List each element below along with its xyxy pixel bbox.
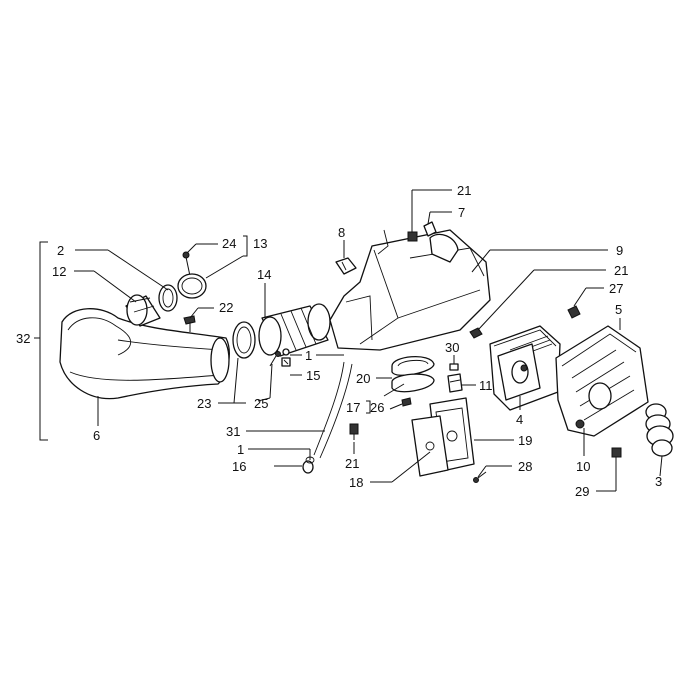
part-7-clip [423, 221, 437, 237]
callout-4: 4 [516, 412, 523, 427]
callout-10: 10 [576, 459, 590, 474]
part-29-screw [611, 447, 622, 458]
callout-12: 12 [52, 264, 66, 279]
callout-labels: 2 12 32 6 24 13 22 14 23 25 1 15 31 1 16… [16, 183, 662, 499]
callout-26: 26 [370, 400, 384, 415]
callout-19: 19 [518, 433, 532, 448]
callout-29: 29 [575, 484, 589, 499]
callout-7: 7 [458, 205, 465, 220]
callout-3: 3 [655, 474, 662, 489]
callout-21-lower: 21 [345, 456, 359, 471]
part-4-filter [489, 325, 561, 411]
part-16-clip [302, 456, 315, 474]
part-3-boot [645, 403, 674, 457]
part-12-sleeve [125, 294, 161, 327]
callout-13: 13 [253, 236, 267, 251]
part-14-bellows [258, 303, 331, 357]
part-8-bracket [335, 257, 357, 275]
callout-2: 2 [57, 243, 64, 258]
part-13-clamp [177, 273, 207, 299]
callout-24: 24 [222, 236, 236, 251]
callout-9: 9 [616, 243, 623, 258]
callout-31: 31 [226, 424, 240, 439]
part-11-fitting [447, 373, 463, 393]
callout-1-lower: 1 [237, 442, 244, 457]
callout-1-upper: 1 [305, 348, 312, 363]
callout-15: 15 [306, 368, 320, 383]
callout-21-top: 21 [457, 183, 471, 198]
callout-20: 20 [356, 371, 370, 386]
callout-27: 27 [609, 281, 623, 296]
callout-30: 30 [445, 340, 459, 355]
callout-6: 6 [93, 428, 100, 443]
callout-5: 5 [615, 302, 622, 317]
part-28-screw [473, 471, 487, 483]
part-21-screw-mid [469, 327, 483, 339]
callout-21-mid: 21 [614, 263, 628, 278]
leader-lines [34, 189, 663, 492]
part-30-clip [449, 363, 459, 371]
part-31-hose [313, 361, 353, 459]
part-24-screw [182, 251, 191, 277]
callout-25: 25 [254, 396, 268, 411]
part-22-screw [183, 315, 196, 332]
part-20-gasket [391, 356, 435, 393]
part-9-housing [329, 229, 491, 351]
callout-23: 23 [197, 396, 211, 411]
part-21-screw-top [407, 226, 418, 242]
callout-22: 22 [219, 300, 233, 315]
part-6-intake-duct [59, 308, 230, 400]
callout-11: 11 [479, 378, 493, 393]
part-21-screw-lower [349, 423, 359, 440]
part-25-screw [269, 351, 281, 367]
part-15-nut [281, 357, 291, 367]
part-2-clamp [158, 284, 178, 312]
callout-17: 17 [346, 400, 360, 415]
callout-14: 14 [257, 267, 271, 282]
callout-32: 32 [16, 331, 30, 346]
part-26-screw [401, 397, 412, 407]
callout-8: 8 [338, 225, 345, 240]
callout-28: 28 [518, 459, 532, 474]
callout-18: 18 [349, 475, 363, 490]
part-10-cover [555, 325, 649, 437]
callout-16: 16 [232, 459, 246, 474]
part-hose-clip [282, 348, 290, 356]
part-27-screw [567, 305, 581, 319]
part-18-plate [411, 415, 449, 477]
part-23-clamp [232, 321, 256, 359]
